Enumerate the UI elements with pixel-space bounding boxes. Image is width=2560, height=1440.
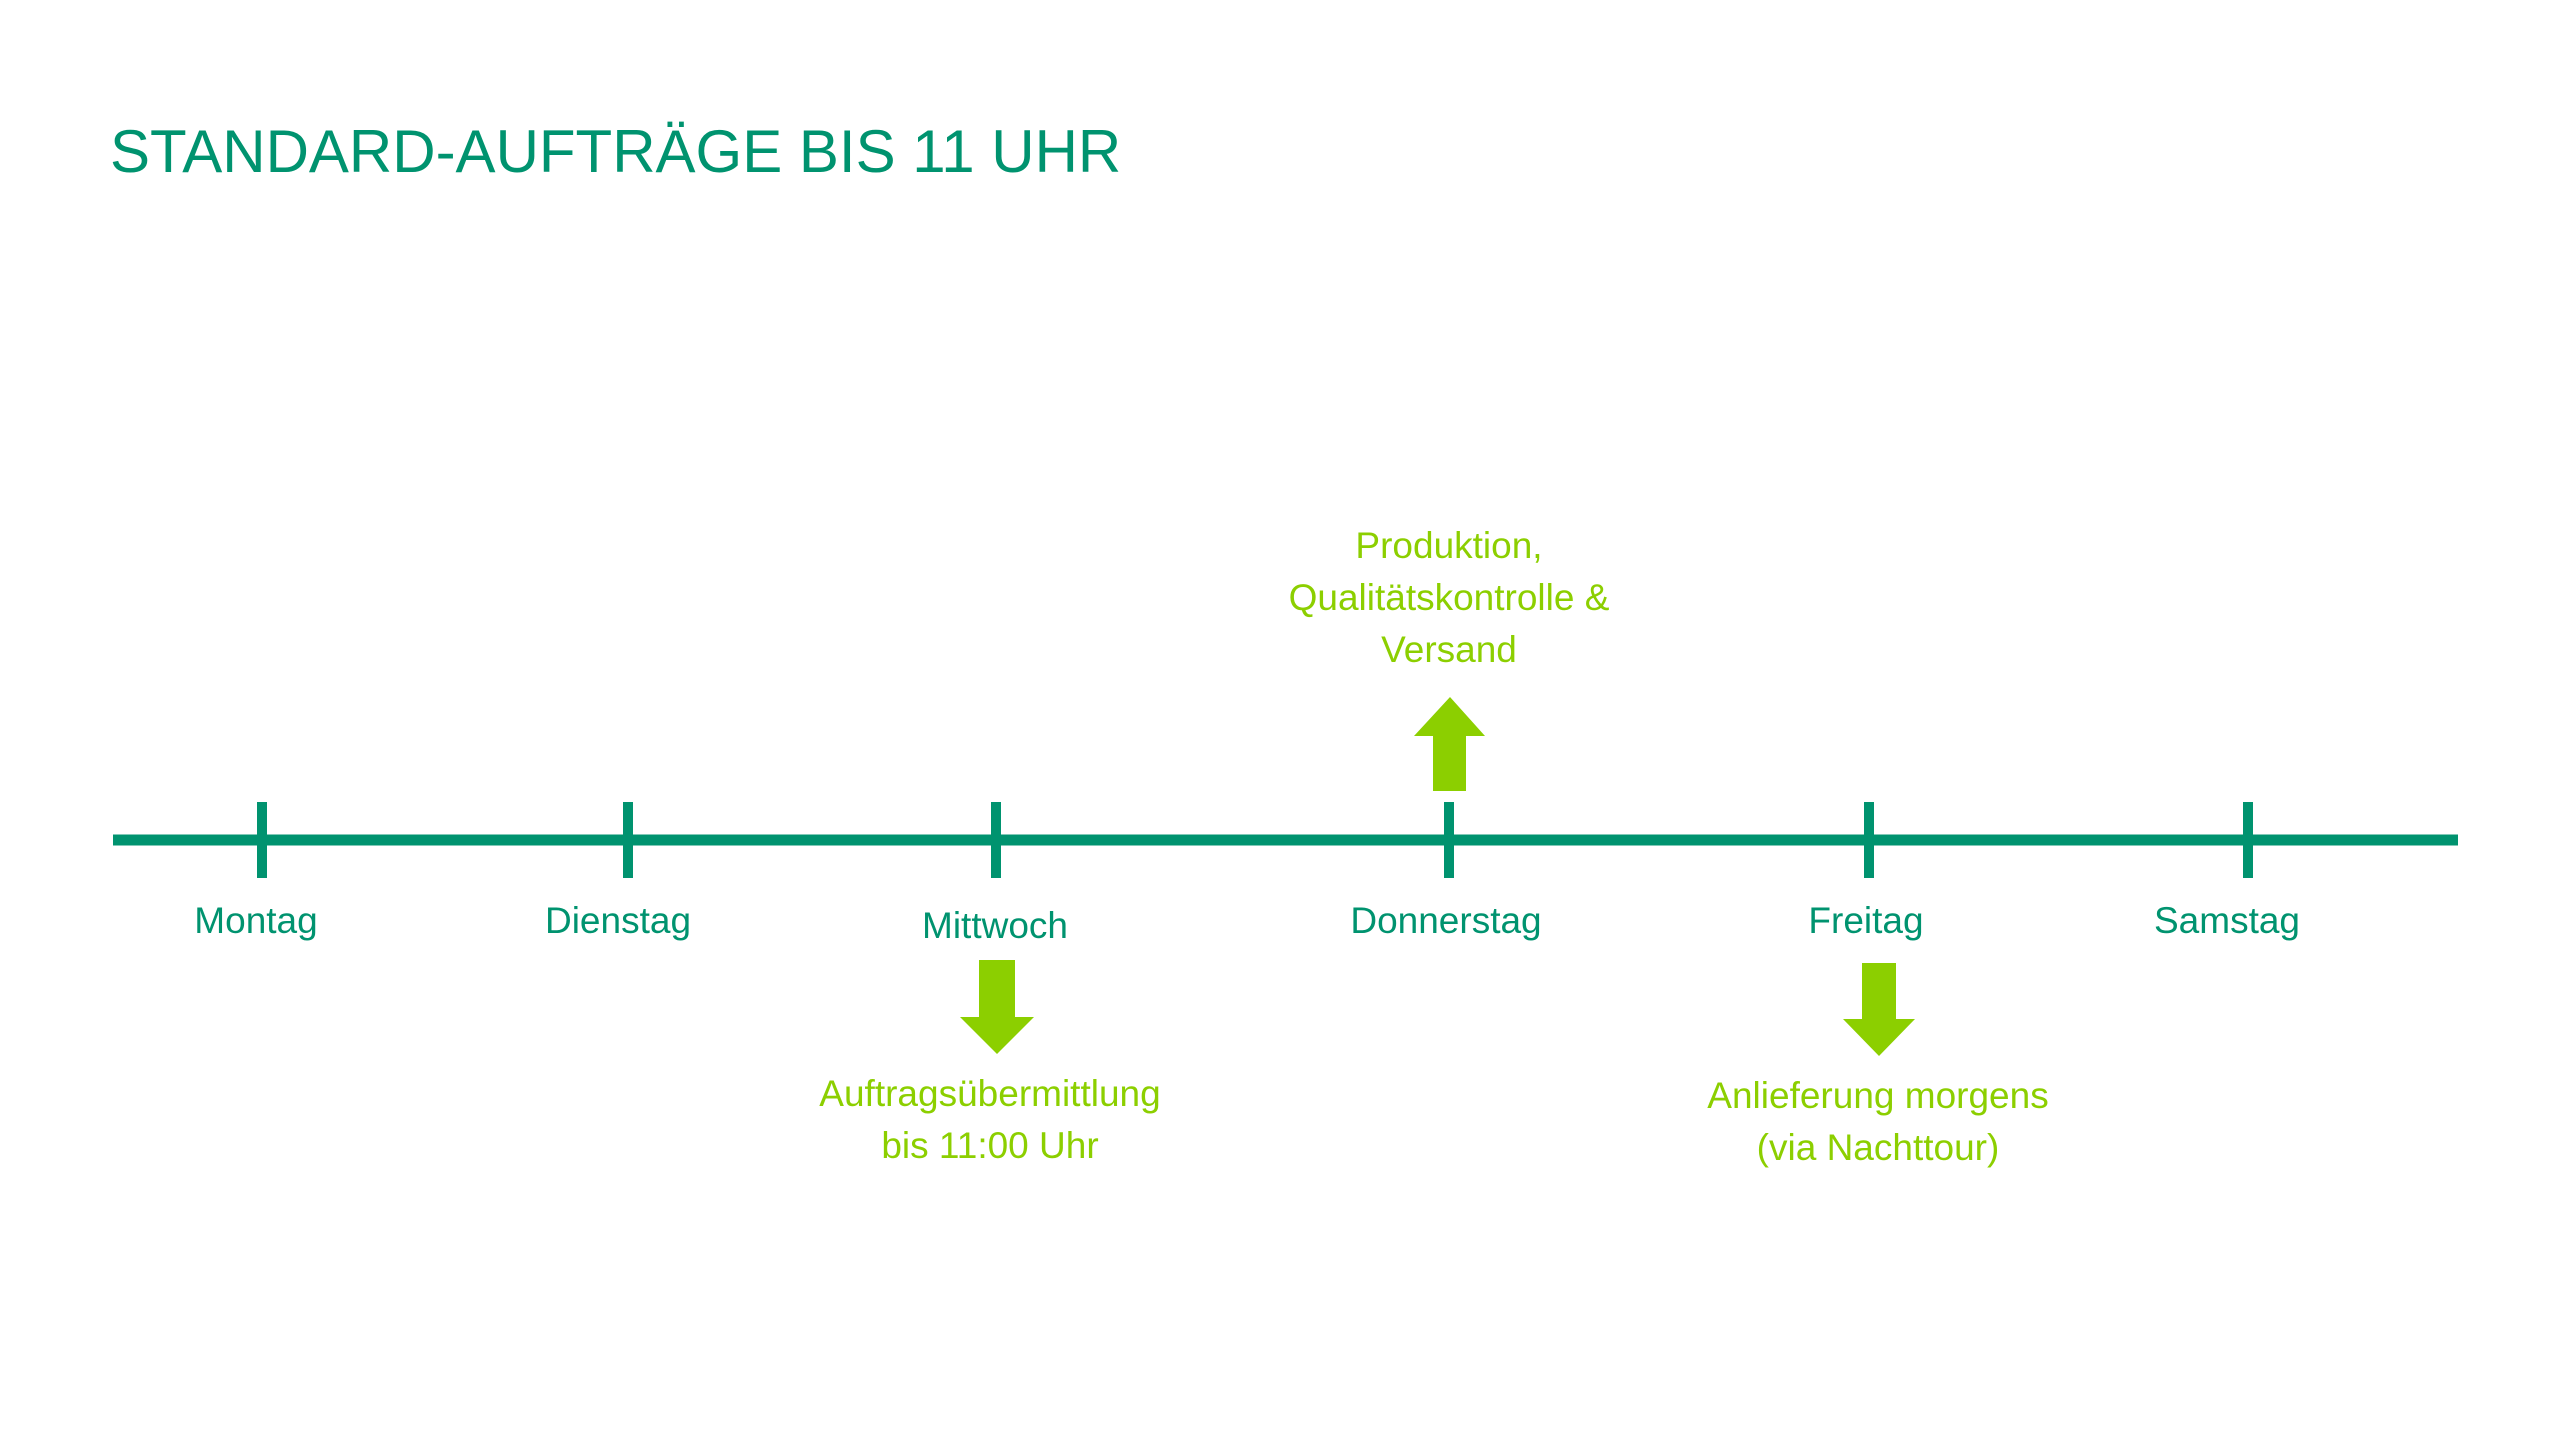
day-label-dienstag: Dienstag: [544, 900, 692, 941]
day-label-donnerstag: Donnerstag: [1350, 900, 1542, 941]
day-label-freitag: Freitag: [1808, 900, 1924, 941]
event-line: Versand: [1381, 629, 1517, 670]
event-anlieferung: Anlieferung morgens (via Nachttour): [1707, 1070, 2048, 1174]
event-line: Qualitätskontrolle &: [1288, 577, 1610, 618]
event-line: (via Nachttour): [1756, 1127, 2000, 1168]
arrow-down-icon: [960, 960, 1034, 1054]
arrow-up-icon: [1414, 697, 1485, 791]
day-label-samstag: Samstag: [2153, 900, 2301, 941]
day-label-mittwoch: Mittwoch: [922, 905, 1068, 946]
slide-title: STANDARD-AUFTRÄGE BIS 11 UHR: [110, 118, 1122, 185]
arrow-down-icon: [1843, 963, 1915, 1056]
event-auftrag: Auftragsübermittlung bis 11:00 Uhr: [819, 1068, 1160, 1172]
day-label-montag: Montag: [194, 900, 318, 941]
event-line: Produktion,: [1355, 525, 1543, 566]
event-line: Anlieferung morgens: [1707, 1075, 2049, 1116]
event-line: Auftragsübermittlung: [819, 1073, 1161, 1114]
event-produktion: Produktion, Qualitätskontrolle & Versand: [1289, 520, 1610, 676]
event-line: bis 11:00 Uhr: [881, 1125, 1099, 1166]
